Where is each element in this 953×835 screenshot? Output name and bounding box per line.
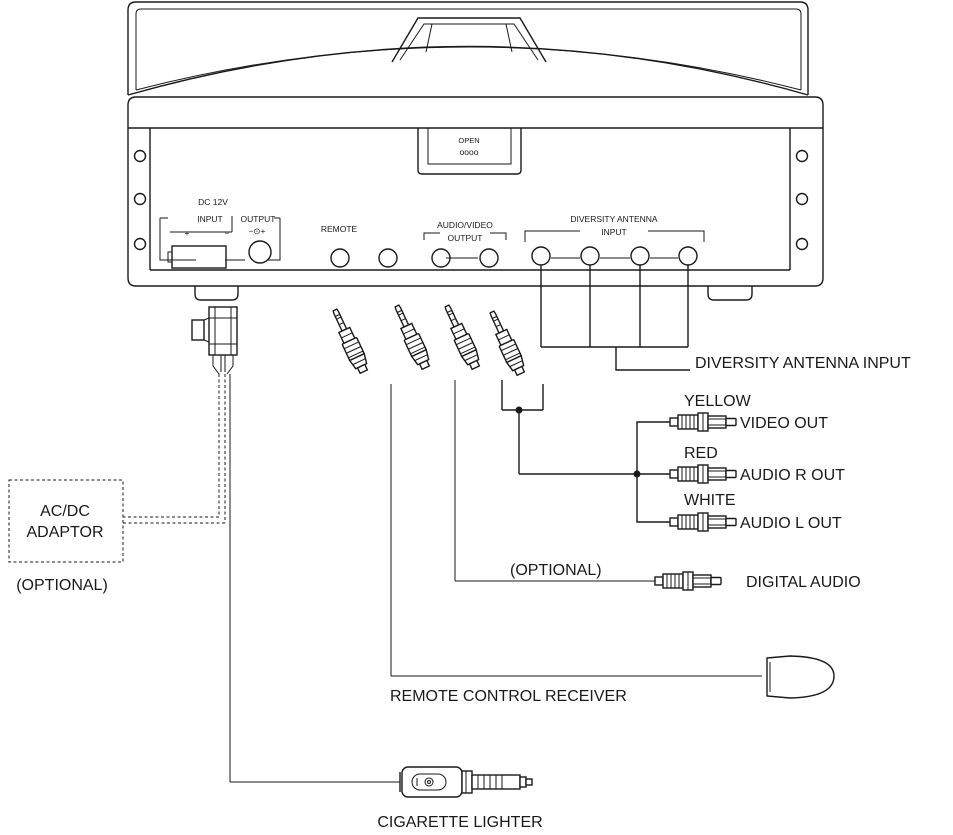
antenna-wires bbox=[540, 265, 690, 371]
antenna-jack-1[interactable] bbox=[531, 246, 551, 266]
rca-plug-audio-l[interactable] bbox=[669, 512, 737, 532]
adaptor-cable bbox=[123, 374, 226, 524]
remote-control-receiver[interactable] bbox=[766, 655, 835, 699]
open-label: OPEN bbox=[458, 136, 479, 145]
adaptor-label-1: AC/DC bbox=[40, 503, 90, 520]
dc-plus-label: + bbox=[185, 228, 190, 238]
remote-cable bbox=[390, 384, 762, 677]
av-output-label-1: AUDIO/VIDEO bbox=[437, 220, 493, 230]
av-output-panel: AUDIO/VIDEO OUTPUT bbox=[423, 220, 507, 259]
rca-plug-digital[interactable] bbox=[654, 571, 722, 591]
antenna-label-1: DIVERSITY ANTENNA bbox=[570, 214, 658, 224]
digital-audio-label: DIGITAL AUDIO bbox=[746, 574, 861, 591]
antenna-jack-3[interactable] bbox=[630, 246, 650, 266]
av-plug-2[interactable] bbox=[484, 307, 529, 378]
dc-output-jack[interactable] bbox=[248, 240, 272, 264]
antenna-panel: DIVERSITY ANTENNA INPUT bbox=[524, 214, 705, 259]
av-output-jack-1[interactable] bbox=[431, 248, 451, 268]
digital-audio-plug[interactable] bbox=[389, 301, 434, 372]
power-connector[interactable] bbox=[191, 306, 238, 375]
av-cable bbox=[501, 380, 670, 523]
dc-input-label: INPUT bbox=[197, 214, 223, 224]
rca-plug-audio-r[interactable] bbox=[669, 464, 737, 484]
cigarette-lighter-cable bbox=[229, 374, 400, 783]
antenna-jack-4[interactable] bbox=[678, 246, 698, 266]
device-body bbox=[127, 96, 824, 301]
dc-input-port[interactable] bbox=[167, 245, 227, 269]
audio-r-out-label: AUDIO R OUT bbox=[740, 467, 845, 484]
antenna-label-2: INPUT bbox=[601, 227, 627, 237]
ac-dc-adaptor[interactable] bbox=[8, 479, 124, 563]
dc-output-polarity: −⊙+ bbox=[248, 226, 265, 236]
av-plug-1[interactable] bbox=[439, 301, 484, 372]
dc-minus-label: − bbox=[225, 228, 230, 238]
adaptor-label-2: ADAPTOR bbox=[26, 524, 103, 541]
red-label: RED bbox=[684, 445, 718, 462]
white-label: WHITE bbox=[684, 492, 736, 509]
remote-plug[interactable] bbox=[327, 305, 372, 376]
antenna-jack-2[interactable] bbox=[580, 246, 600, 266]
digital-audio-jack[interactable] bbox=[378, 248, 398, 268]
dc-12v-panel: DC 12V INPUT + − OUTPUT −⊙+ bbox=[159, 197, 281, 261]
digital-audio-cable bbox=[454, 380, 655, 582]
remote-port-label: REMOTE bbox=[321, 224, 358, 234]
remote-control-receiver-label: REMOTE CONTROL RECEIVER bbox=[390, 688, 627, 705]
digital-optional-label: (OPTIONAL) bbox=[510, 562, 602, 579]
yellow-label: YELLOW bbox=[684, 393, 752, 410]
rca-plug-video[interactable] bbox=[669, 412, 737, 432]
cigarette-lighter-label: CIGARETTE LIGHTER bbox=[377, 814, 542, 831]
dc-12v-label: DC 12V bbox=[198, 197, 228, 207]
av-output-label-2: OUTPUT bbox=[448, 233, 483, 243]
adaptor-optional-label: (OPTIONAL) bbox=[16, 577, 108, 594]
open-dots: oooo bbox=[460, 147, 479, 157]
diversity-antenna-input-label: DIVERSITY ANTENNA INPUT bbox=[695, 355, 911, 372]
remote-jack[interactable] bbox=[330, 248, 350, 268]
video-out-label: VIDEO OUT bbox=[740, 415, 828, 432]
av-output-jack-2[interactable] bbox=[479, 248, 499, 268]
device-lid bbox=[127, 1, 809, 96]
audio-l-out-label: AUDIO L OUT bbox=[740, 515, 842, 532]
open-latch[interactable]: OPEN oooo bbox=[417, 128, 522, 175]
cigarette-lighter-plug[interactable] bbox=[399, 766, 533, 798]
dc-output-label: OUTPUT bbox=[241, 214, 276, 224]
